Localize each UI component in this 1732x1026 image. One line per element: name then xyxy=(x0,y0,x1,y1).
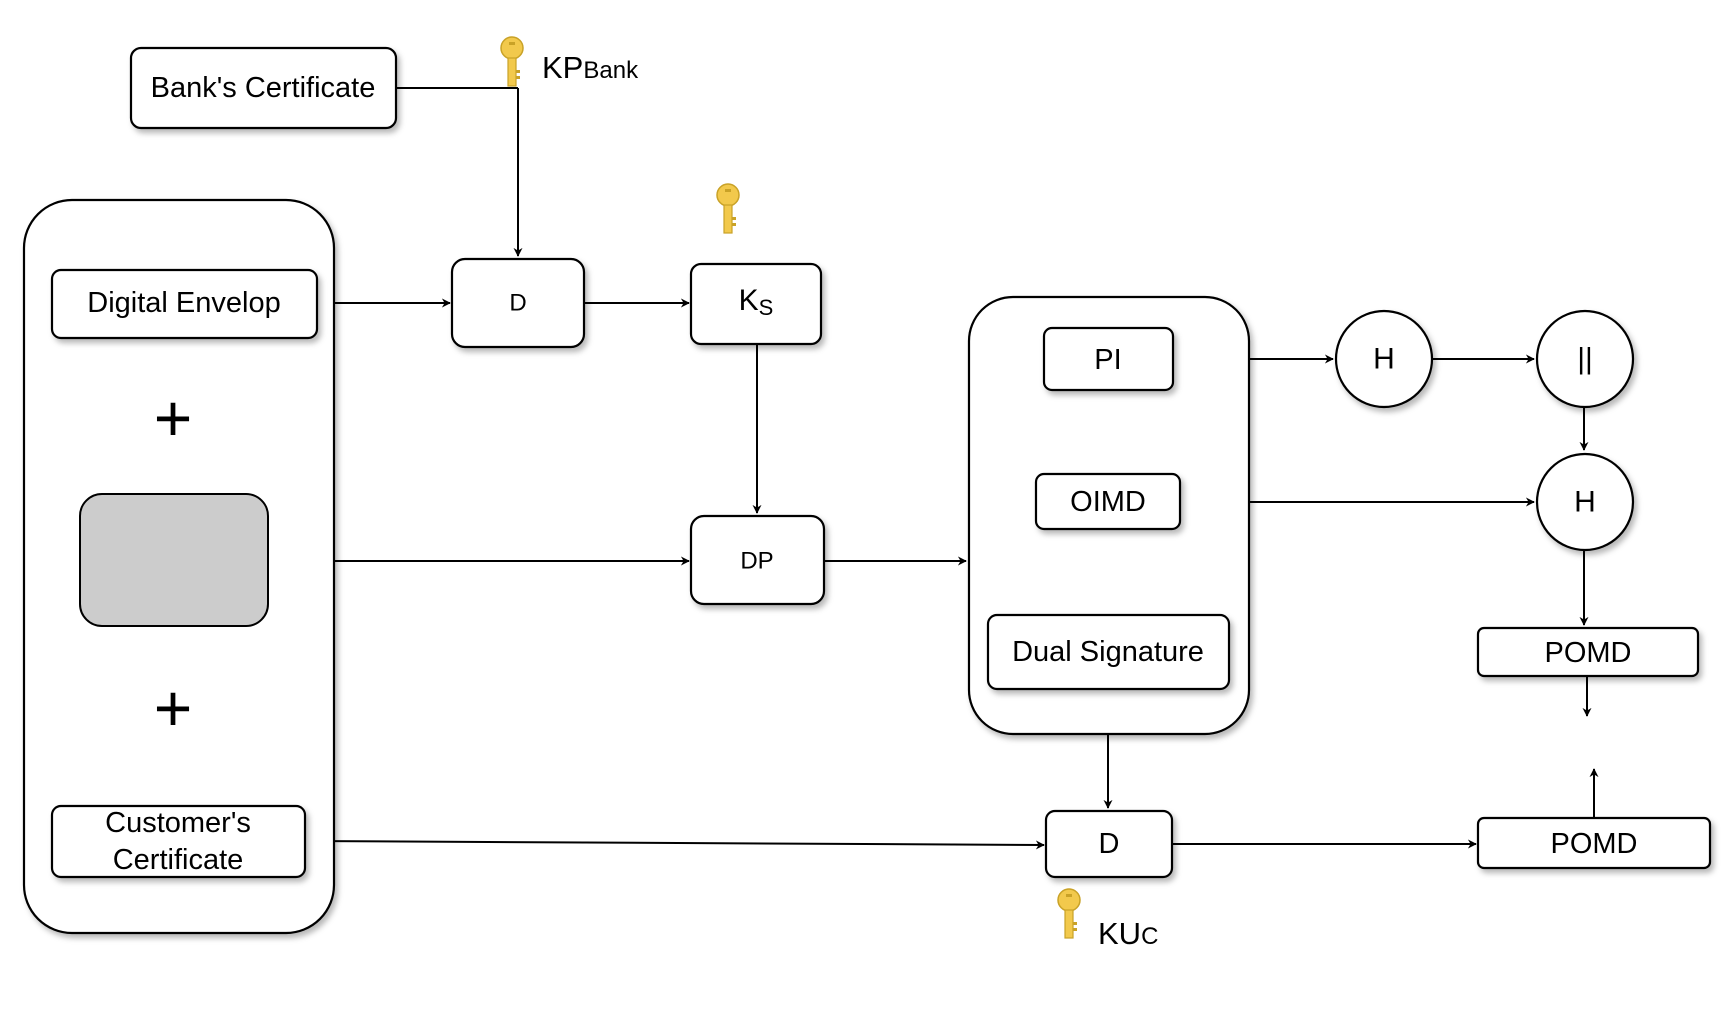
customer-certificate-node[interactable]: Customer's Certificate xyxy=(50,804,307,879)
kpbank-label: KPBank xyxy=(542,50,639,85)
bank-certificate-node[interactable]: Bank's Certificate xyxy=(129,46,398,130)
hash-top-label: H xyxy=(1373,343,1395,376)
kuc-label: KUC xyxy=(1098,916,1158,951)
dp-label: DP xyxy=(740,548,773,575)
digital-envelop-node[interactable]: Digital Envelop xyxy=(50,268,319,340)
concat-label: || xyxy=(1577,343,1593,376)
customer-certificate-line2: Certificate xyxy=(113,844,244,876)
pi-label: PI xyxy=(1094,344,1121,376)
hash-node-top[interactable]: H xyxy=(1334,309,1434,409)
pi-node[interactable]: PI xyxy=(1042,326,1175,392)
decrypt-node-bottom[interactable]: D xyxy=(1044,809,1174,879)
bank-certificate-label: Bank's Certificate xyxy=(151,72,376,104)
decrypt-top-label: D xyxy=(509,290,526,317)
digital-envelop-label: Digital Envelop xyxy=(87,287,280,319)
kuc-main: KU xyxy=(1098,916,1141,951)
oimd-node[interactable]: OIMD xyxy=(1034,472,1182,531)
pomd-node-bottom[interactable]: POMD xyxy=(1476,816,1712,870)
concat-node[interactable]: || xyxy=(1535,309,1635,409)
kpbank-sub: Bank xyxy=(583,57,639,84)
session-key-node[interactable]: KS xyxy=(689,262,823,346)
hash-node-mid[interactable]: H xyxy=(1535,452,1635,552)
hash-mid-label: H xyxy=(1574,486,1596,519)
key-icon-kpbank xyxy=(500,36,524,87)
kpbank-main: KP xyxy=(542,50,583,85)
decrypt-node-top[interactable]: D xyxy=(450,257,586,349)
key-icon-ks xyxy=(716,183,740,234)
pomd-top-label: POMD xyxy=(1545,637,1632,669)
plus-sign-1: + xyxy=(154,381,193,455)
dual-signature-label: Dual Signature xyxy=(1012,636,1204,668)
pomd-node-top[interactable]: POMD xyxy=(1476,626,1700,678)
placeholder-block xyxy=(79,493,269,627)
kuc-sub: C xyxy=(1141,923,1158,950)
customer-certificate-line1: Customer's xyxy=(105,807,251,839)
pomd-bottom-label: POMD xyxy=(1551,828,1638,860)
key-icon-kuc xyxy=(1057,888,1081,939)
dual-signature-node[interactable]: Dual Signature xyxy=(986,613,1231,691)
ks-sub: S xyxy=(759,295,774,320)
plus-sign-2: + xyxy=(154,671,193,745)
edge-custcert-to-d xyxy=(304,840,1045,850)
edges xyxy=(268,87,1599,850)
oimd-label: OIMD xyxy=(1070,486,1146,518)
decrypt-bottom-label: D xyxy=(1099,828,1120,860)
session-key-label: KS xyxy=(739,284,774,320)
dp-node[interactable]: DP xyxy=(689,514,826,606)
ks-main: K xyxy=(739,284,759,317)
